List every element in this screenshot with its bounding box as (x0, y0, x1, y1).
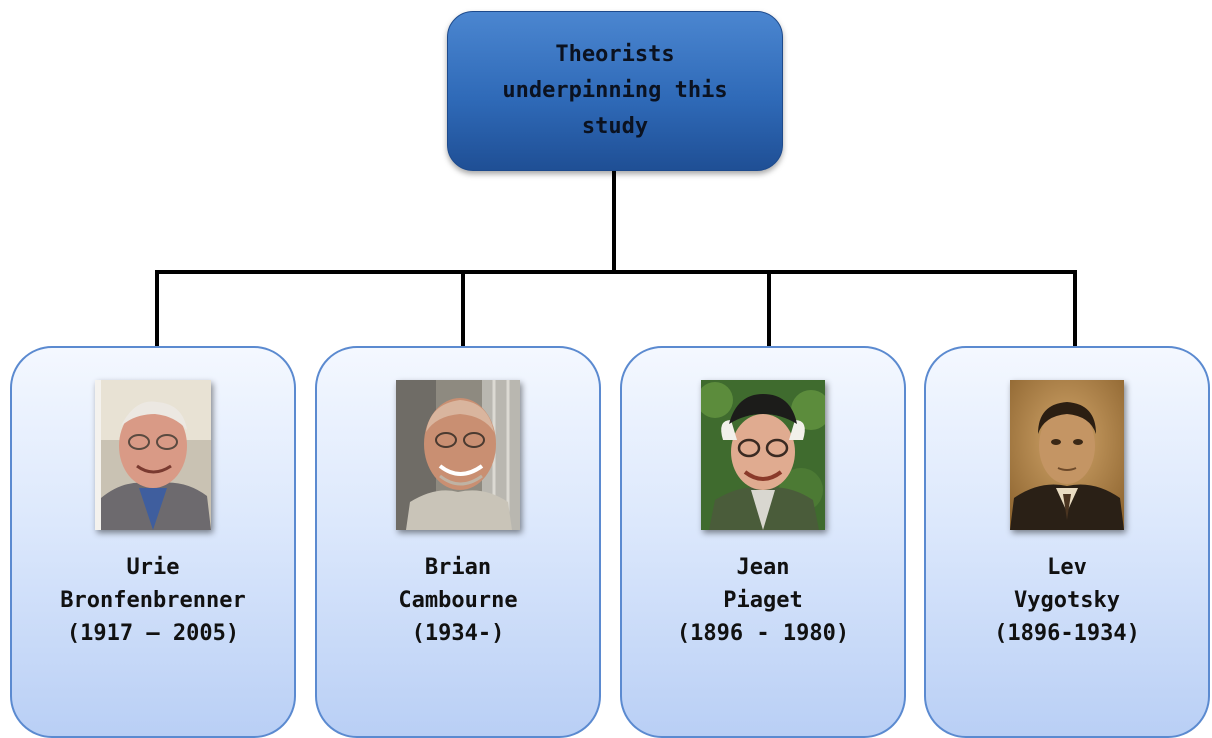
portrait-photo-cambourne (396, 380, 520, 530)
theorist-first-name: Lev (1047, 555, 1087, 580)
theorist-name-cambourne: Brian Cambourne (1934-) (317, 551, 599, 650)
root-node: Theorists underpinning this study (447, 11, 783, 171)
theorist-node-cambourne: Brian Cambourne (1934-) (315, 346, 601, 738)
theorist-years: (1934-) (411, 621, 505, 646)
theorist-first-name: Jean (736, 555, 790, 580)
theorist-name-vygotsky: Lev Vygotsky (1896-1934) (926, 551, 1208, 650)
theorist-node-bronfenbrenner: Urie Bronfenbrenner (1917 – 2005) (10, 346, 296, 738)
theorist-last-name: Piaget (723, 588, 803, 613)
theorist-last-name: Vygotsky (1014, 588, 1120, 613)
theorist-name-bronfenbrenner: Urie Bronfenbrenner (1917 – 2005) (12, 551, 294, 650)
theorist-last-name: Bronfenbrenner (60, 588, 246, 613)
theorist-name-piaget: Jean Piaget (1896 - 1980) (622, 551, 904, 650)
theorist-first-name: Brian (424, 555, 492, 580)
theorist-years: (1896 - 1980) (676, 621, 850, 646)
portrait-photo-bronfenbrenner (95, 380, 211, 530)
theorist-years: (1917 – 2005) (66, 621, 240, 646)
root-label: Theorists underpinning this study (502, 42, 728, 139)
theorist-years: (1896-1934) (994, 621, 1140, 646)
portrait-photo-vygotsky (1010, 380, 1124, 530)
theorist-node-vygotsky: Lev Vygotsky (1896-1934) (924, 346, 1210, 738)
theorist-first-name: Urie (126, 555, 180, 580)
theorist-last-name: Cambourne (398, 588, 518, 613)
portrait-photo-piaget (701, 380, 825, 530)
theorist-node-piaget: Jean Piaget (1896 - 1980) (620, 346, 906, 738)
